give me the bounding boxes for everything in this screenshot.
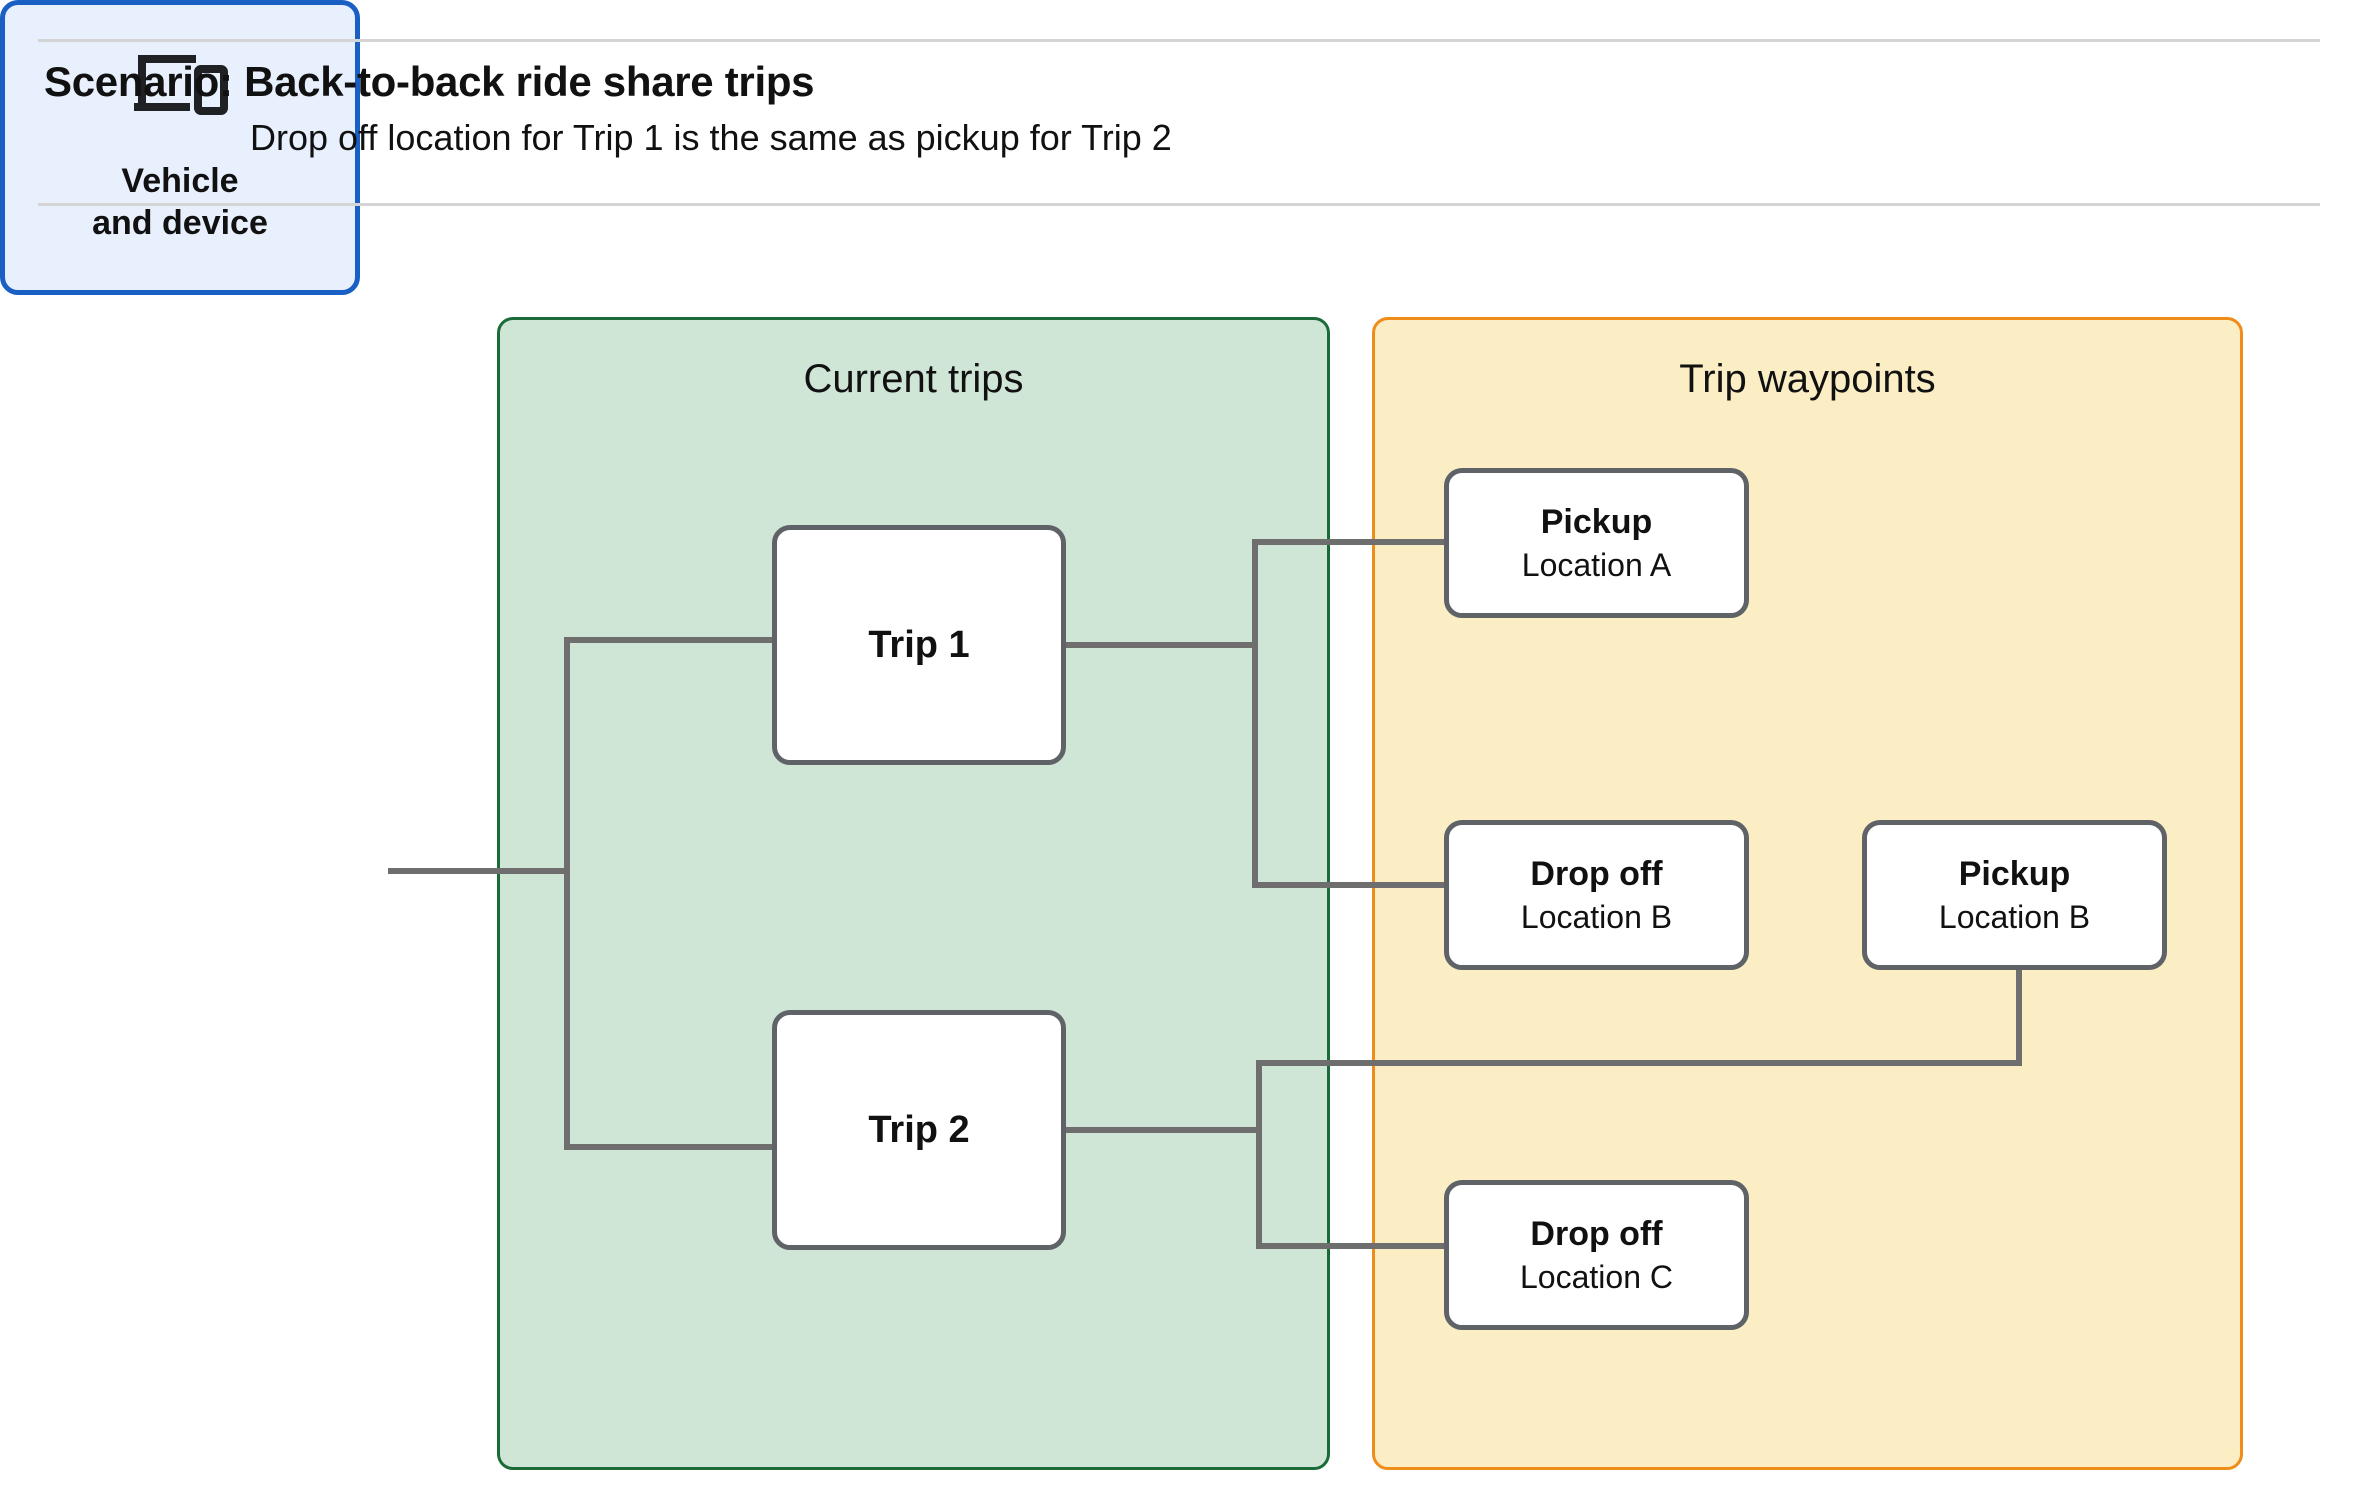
node-trip-1[interactable]: Trip 1 [772,525,1066,765]
node-trip-2[interactable]: Trip 2 [772,1010,1066,1250]
edge-trip-1-fan-vertical [1252,539,1258,888]
edge-trip-1-to-pickup-a [1252,539,1448,545]
edge-bus-vertical [564,637,570,1150]
node-dropoff-b-location: Location B [1520,898,1673,935]
edge-trip-1-to-dropoff-b [1252,882,1448,888]
edge-trip-2-fan-vertical [1256,1060,1262,1249]
node-vehicle-and-device[interactable]: Vehicle and device [0,0,360,295]
group-current-trips: Current trips [497,317,1330,1470]
edge-bus-to-trip-1 [564,637,776,643]
edge-trip-2-to-dropoff-c [1256,1243,1448,1249]
node-dropoff-c[interactable]: Drop off Location C [1444,1180,1749,1330]
node-pickup-a-location: Location A [1521,546,1672,583]
page-subtitle: Drop off location for Trip 1 is the same… [250,117,1172,158]
edge-trip-2-out [1062,1127,1262,1133]
vehicle-label-line-2: and device [92,203,268,242]
edge-trip-2-to-pickup-b-horizontal [1256,1060,2022,1066]
node-pickup-b-type: Pickup [1958,854,2071,893]
node-pickup-a[interactable]: Pickup Location A [1444,468,1749,618]
node-dropoff-b-type: Drop off [1530,854,1663,893]
group-trip-waypoints-title: Trip waypoints [1679,357,1936,401]
node-vehicle-label: Vehicle and device [92,161,268,244]
laptop-and-phone-icon [134,55,228,116]
edge-pickup-b-down [2016,966,2022,1066]
node-dropoff-b[interactable]: Drop off Location B [1444,820,1749,970]
node-trip-1-label: Trip 1 [868,623,970,666]
edge-bus-to-trip-2 [564,1144,776,1150]
node-pickup-a-type: Pickup [1540,502,1653,541]
group-current-trips-title: Current trips [803,357,1024,401]
header-divider-bottom [38,203,2320,206]
node-dropoff-c-type: Drop off [1530,1214,1663,1253]
node-dropoff-c-location: Location C [1520,1258,1673,1295]
vehicle-label-line-1: Vehicle [121,162,239,201]
page-title: Scenario: Back-to-back ride share trips [44,58,815,105]
header-divider-top [38,39,2320,42]
node-pickup-b-location: Location B [1938,898,2091,935]
node-pickup-b[interactable]: Pickup Location B [1862,820,2167,970]
edge-trip-1-out [1062,642,1258,648]
node-trip-2-label: Trip 2 [868,1108,970,1151]
edge-vehicle-to-bus [388,868,570,874]
